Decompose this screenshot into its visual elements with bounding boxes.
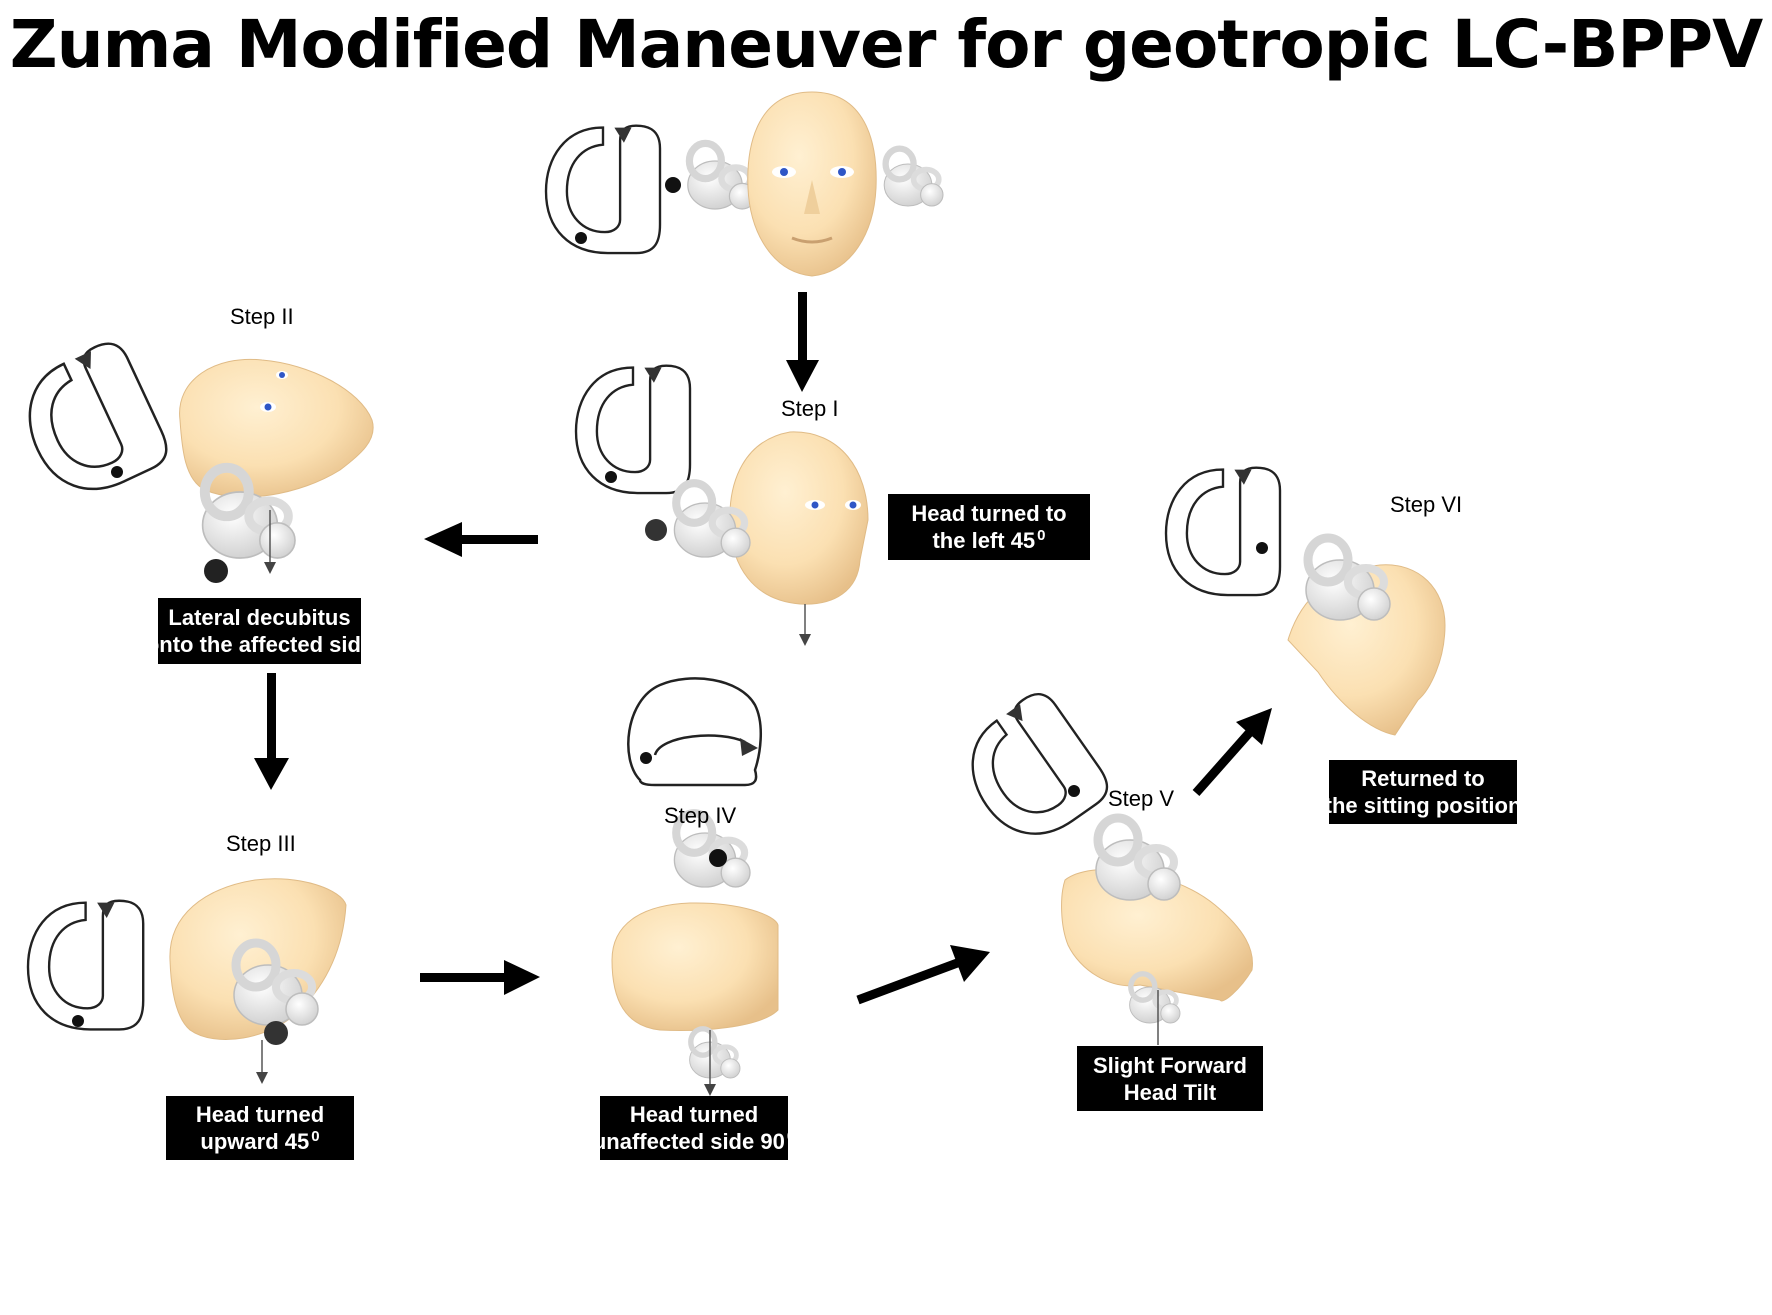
step2-caption-line2: onto the affected side xyxy=(145,632,374,657)
step6-caption-line1: Returned to xyxy=(1361,766,1485,791)
figure-title: Zuma Modified Maneuver for geotropic LC-… xyxy=(9,6,1763,83)
step4-canal-diagram xyxy=(627,677,763,787)
initial-head xyxy=(665,91,943,277)
step3-head xyxy=(169,878,347,1084)
arrow-to-step4 xyxy=(420,960,540,995)
step5-caption-line1: Slight Forward xyxy=(1093,1052,1247,1078)
step6-caption: Returned to the sitting position xyxy=(1325,760,1521,824)
step5-label: Step V xyxy=(1108,786,1175,811)
step2-label: Step II xyxy=(230,304,294,329)
step3-label: Step III xyxy=(226,831,296,856)
step1-canal-diagram xyxy=(574,364,692,495)
arrow-to-step1 xyxy=(786,292,819,392)
initial-canal-diagram xyxy=(544,124,662,255)
step1-head xyxy=(645,431,869,646)
step6-caption-line2: the sitting position xyxy=(1324,793,1522,818)
step2-head xyxy=(179,358,374,583)
arrow-to-step6 xyxy=(1192,708,1272,796)
step4-caption-line1: Head turned xyxy=(629,1102,759,1127)
step5-canal-diagram xyxy=(947,685,1117,858)
step4-label: Step IV xyxy=(664,803,737,828)
step5-caption-line2: Head Tilt xyxy=(1123,1079,1217,1105)
step1-label: Step I xyxy=(781,396,839,421)
step6-head xyxy=(1287,538,1446,736)
step1-caption-line1: Head turned to xyxy=(911,501,1067,526)
step5-caption: Slight Forward Head Tilt xyxy=(1077,1046,1263,1111)
step2-canal-diagram xyxy=(7,335,176,511)
step2-caption: Lateral decubitus onto the affected side xyxy=(146,598,373,664)
step6-canal-diagram xyxy=(1164,466,1282,597)
arrow-to-step3 xyxy=(254,673,289,790)
step3-canal-diagram xyxy=(26,899,145,1031)
arrow-to-step5 xyxy=(856,945,990,1005)
step5-head xyxy=(1061,818,1254,1045)
step3-caption-line1: Head turned xyxy=(195,1102,325,1127)
step4-head xyxy=(611,813,779,1096)
step6-label: Step VI xyxy=(1390,492,1463,517)
arrow-to-step2 xyxy=(424,522,538,557)
step2-caption-line1: Lateral decubitus xyxy=(168,605,351,630)
